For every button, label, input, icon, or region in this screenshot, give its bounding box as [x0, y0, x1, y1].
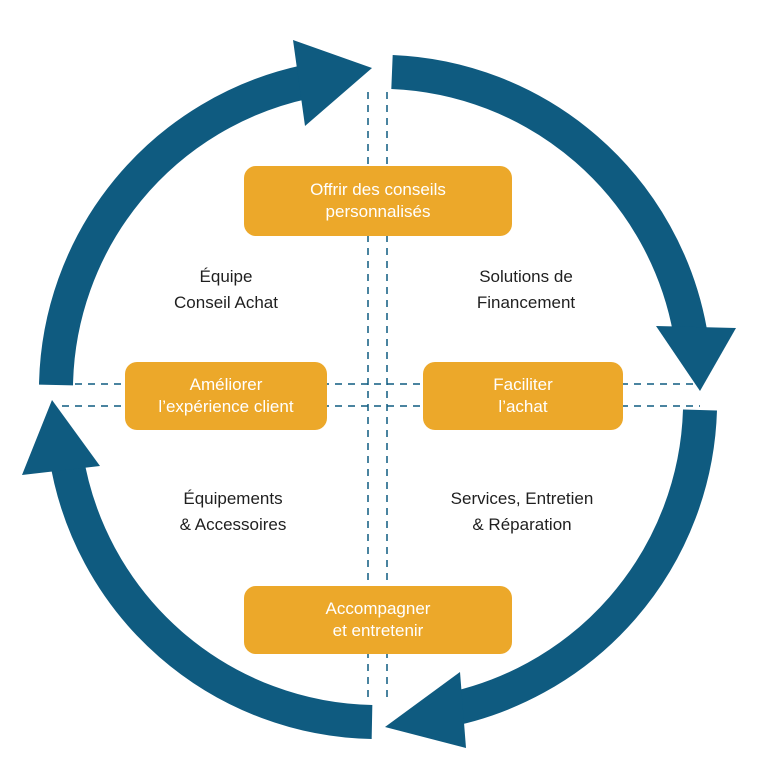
step-left-line1: Améliorer [189, 375, 263, 394]
quadrant-top-right: Solutions de Financement [426, 264, 626, 316]
quadrant-bottom-right-line1: Services, Entretien [450, 489, 594, 508]
step-right-line1: Faciliter [493, 375, 553, 394]
arrowhead-bottom [385, 672, 466, 748]
step-left-line2: l’expérience client [158, 397, 294, 416]
arrow-top-right [391, 55, 707, 335]
quadrant-top-right-line2: Financement [476, 293, 576, 312]
quadrant-top-left: Équipe Conseil Achat [126, 264, 326, 316]
quadrant-bottom-right-line2: & Réparation [472, 515, 572, 534]
quadrant-bottom-right: Services, Entretien & Réparation [422, 486, 622, 538]
step-top-line2: personnalisés [325, 202, 431, 221]
arrowhead-left [22, 400, 100, 475]
step-bottom-line1: Accompagner [325, 599, 431, 618]
step-box-bottom: Accompagner et entretenir [244, 586, 512, 654]
arrowhead-right [656, 326, 736, 391]
arrow-bottom-left [49, 452, 373, 739]
arrow-heads [22, 40, 736, 748]
step-box-top: Offrir des conseils personnalisés [244, 166, 512, 236]
arrow-bottom-right [434, 409, 717, 729]
quadrant-top-left-line2: Conseil Achat [174, 293, 278, 312]
quadrant-top-right-line1: Solutions de [479, 267, 573, 286]
arrowhead-top [293, 40, 372, 126]
cycle-arrows [39, 55, 717, 739]
step-right-line2: l’achat [498, 397, 548, 416]
quadrant-top-left-line1: Équipe [199, 267, 253, 286]
quadrant-bottom-left-line1: Équipements [183, 489, 283, 508]
quadrant-bottom-left: Équipements & Accessoires [133, 486, 333, 538]
quadrant-bottom-left-line2: & Accessoires [179, 515, 287, 534]
step-box-right: Faciliter l’achat [423, 362, 623, 430]
step-top-line1: Offrir des conseils [310, 180, 446, 199]
arrow-top-left [39, 65, 309, 386]
step-box-left: Améliorer l’expérience client [125, 362, 327, 430]
step-bottom-line2: et entretenir [332, 621, 424, 640]
